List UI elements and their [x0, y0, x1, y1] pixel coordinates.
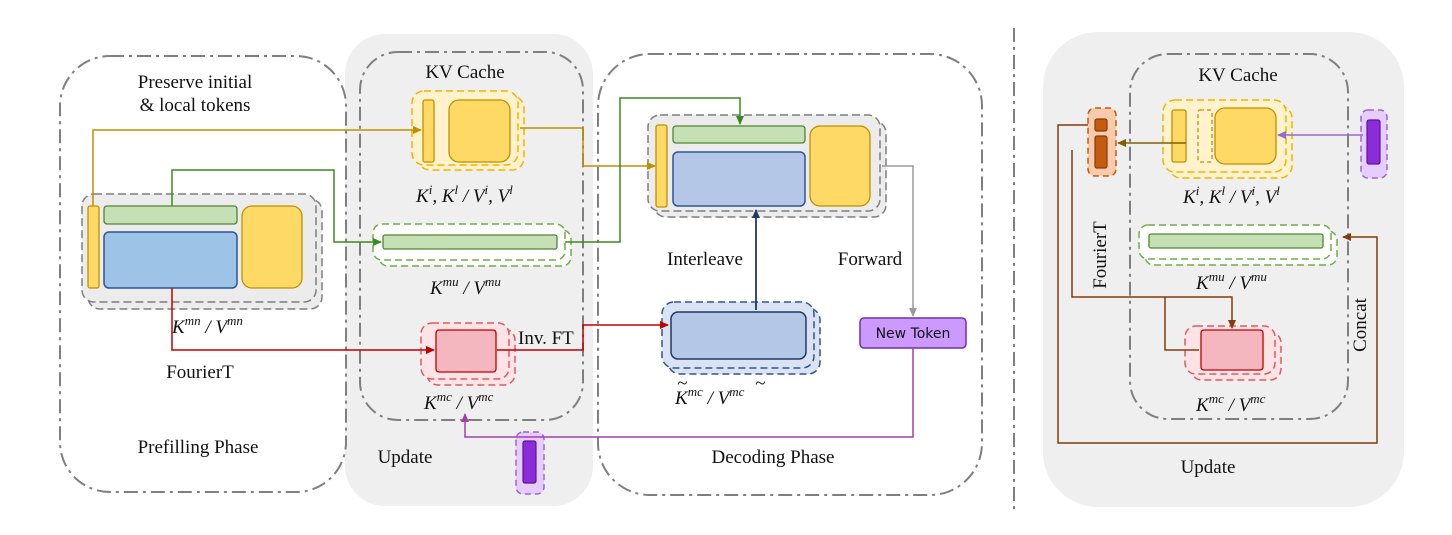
arrow-forward-to-token — [882, 165, 917, 317]
arrow-prefill-to-mu — [171, 169, 382, 246]
arrow-fourier-down — [1071, 150, 1236, 329]
prefill-yellow-strip — [87, 205, 100, 289]
right-update-label: Update — [1181, 457, 1236, 478]
decode-kv-block — [647, 114, 887, 218]
right-kv-mu-label: Kmu / Vmu — [1195, 269, 1267, 294]
right-kv-mc-block — [1184, 325, 1282, 381]
right-kv-il-label: Ki, Kl / Vi, Vl — [1182, 183, 1280, 208]
kv-mu-block — [372, 223, 572, 267]
update-token-icon — [515, 431, 545, 495]
right-fourier-label: FourierT — [1090, 221, 1111, 289]
right-fourier-node — [1087, 107, 1117, 177]
interleave-label: Interleave — [667, 249, 743, 270]
decoding-phase-box — [597, 53, 983, 496]
kv-mc-block — [420, 322, 516, 386]
preserve-label-line1: Preserve initial — [138, 72, 253, 93]
kv-mc-label: Kmc / Vmc — [423, 389, 494, 414]
arrow-preserve-to-il — [92, 126, 422, 206]
kv-mu-label: Kmu / Vmu — [429, 274, 501, 299]
right-concat-label: Concat — [1350, 297, 1371, 352]
kv-cache-title: KV Cache — [425, 62, 504, 83]
arrow-mc-to-tilde — [497, 321, 669, 351]
prefill-yellow-block — [241, 205, 303, 289]
update-phase-label: Update — [378, 447, 433, 468]
kv-cache-box — [359, 51, 584, 421]
update-region-bg — [345, 34, 593, 506]
right-kv-mu-block — [1138, 224, 1338, 266]
arrow-il-to-decode — [520, 127, 656, 170]
kv-il-label: Ki, Kl / Vi, Vl — [415, 182, 513, 207]
right-kv-cache-title: KV Cache — [1198, 65, 1277, 86]
kv-mn-label: Kmn / Vmn — [171, 313, 243, 338]
fourier-label: FourierT — [166, 362, 234, 383]
kv-mc-tilde-block — [661, 301, 821, 375]
right-kv-mc-label: Kmc / Vmc — [1195, 391, 1266, 416]
prefill-kv-block — [81, 193, 323, 310]
arrow-prefill-to-mc — [171, 288, 435, 354]
prefill-blue-block — [103, 231, 238, 289]
tilde-k: ~ — [677, 373, 687, 394]
prefilling-phase-box — [59, 55, 347, 493]
prefill-green-bar — [103, 205, 238, 225]
preserve-label-line2: & local tokens — [140, 95, 251, 116]
inv-ft-label: Inv. FT — [518, 328, 574, 349]
forward-label: Forward — [838, 249, 903, 270]
tilde-v: ~ — [755, 373, 765, 394]
new-token-label: New Token — [876, 326, 951, 342]
arrow-fourier-branch — [1164, 297, 1199, 351]
arrow-fourier-to-mc — [1057, 124, 1378, 444]
right-kv-il-block — [1162, 99, 1293, 179]
kv-il-block — [411, 90, 525, 171]
kv-mc-tilde-label: Kmc / Vmc — [674, 384, 745, 409]
right-update-bg — [1043, 32, 1404, 507]
decoding-phase-label: Decoding Phase — [712, 447, 835, 468]
right-token-icon — [1360, 109, 1388, 179]
new-token-node: New Token — [859, 317, 967, 349]
arrow-token-to-mc — [461, 348, 914, 438]
prefilling-phase-label: Prefilling Phase — [138, 437, 259, 458]
arrow-mu-to-decode — [565, 97, 744, 243]
right-kv-cache-box — [1129, 53, 1349, 420]
